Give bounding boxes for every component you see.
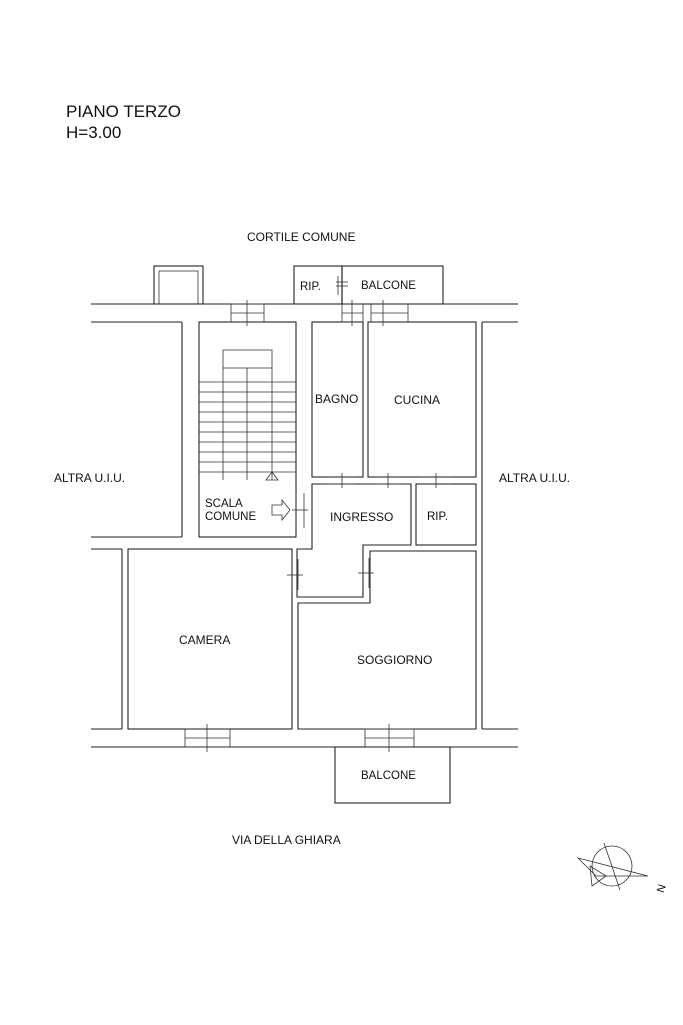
- stair-steps: [199, 381, 296, 473]
- ingresso-label: INGRESSO: [330, 510, 393, 524]
- cucina-label: CUCINA: [394, 393, 440, 407]
- balcone-bottom-label: BALCONE: [361, 770, 416, 782]
- window-top-cucina: [370, 300, 409, 326]
- street-label: VIA DELLA GHIARA: [232, 833, 341, 847]
- courtyard-label: CORTILE COMUNE: [247, 230, 355, 244]
- north-arrow-icon: [576, 842, 649, 891]
- stair-direction-arrow: [265, 471, 279, 481]
- window-top-stair: [230, 300, 265, 326]
- scala-label-line1: SCALA: [205, 498, 243, 510]
- rip-top-label: RIP.: [300, 281, 321, 293]
- outer-walls: [91, 303, 518, 748]
- soggiorno-room: [297, 550, 477, 730]
- rip-right-label: RIP.: [427, 511, 448, 523]
- ingresso-room: [296, 483, 412, 598]
- window-bottom-camera: [184, 724, 231, 752]
- soggiorno-label: SOGGIORNO: [357, 653, 432, 667]
- bagno-label: BAGNO: [315, 392, 358, 406]
- balcone-top-label: BALCONE: [361, 280, 416, 292]
- camera-label: CAMERA: [179, 633, 230, 647]
- window-top-bagno: [341, 300, 364, 326]
- top-left-box: [153, 265, 204, 305]
- entrance-arrow-icon: [271, 498, 291, 522]
- neighbor-left-label: ALTRA U.I.U.: [54, 471, 125, 485]
- scala-label-line2: COMUNE: [205, 511, 256, 523]
- window-bottom-soggiorno: [364, 724, 415, 752]
- north-letter: N: [655, 883, 669, 894]
- floor-title: PIANO TERZO: [66, 102, 181, 121]
- neighbor-right-label: ALTRA U.I.U.: [499, 471, 570, 485]
- interior-doors: [287, 473, 452, 590]
- floor-height: H=3.00: [66, 123, 121, 142]
